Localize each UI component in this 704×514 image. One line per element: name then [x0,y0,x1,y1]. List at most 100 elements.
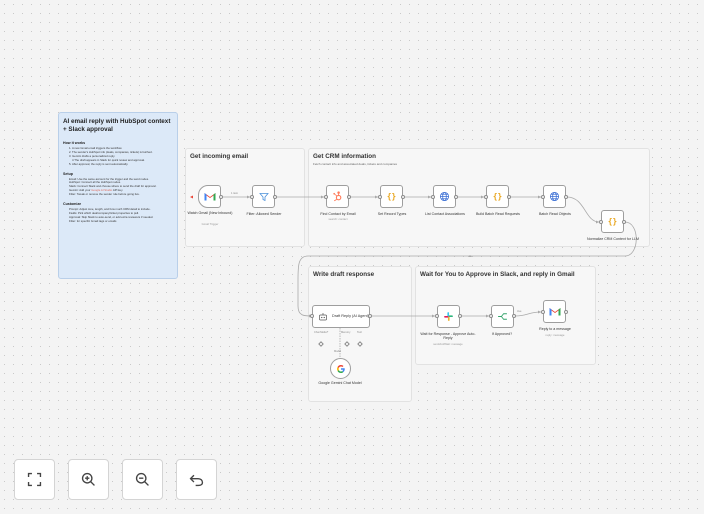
port-label-tool: Tool [357,331,362,334]
node-label: Batch Read Objects [539,212,571,216]
node-wait-for-response-slack[interactable] [437,305,460,328]
fit-view-button[interactable] [14,459,55,500]
undo-button[interactable] [176,459,217,500]
node-label: Filter: Allowed Sender [246,212,282,216]
sticky-customize-item: Filter: for specific Gmail tags or email… [69,218,117,223]
node-subtitle: reply: message [545,333,565,337]
sticky-how-item: 5. After approval, the reply is sent aut… [69,161,129,166]
group-subtitle: Fetch contact info and associated deals,… [313,162,398,166]
input-handle[interactable] [378,195,382,199]
group-title: Get incoming email [190,153,249,160]
port-label-memory: Memory [341,331,351,334]
output-handle[interactable] [564,310,568,314]
sticky-setup-title: Setup [63,171,73,176]
sticky-setup-slack: Slack: Connect Slack and choose where to… [69,184,157,189]
svg-text:{}: {} [608,217,617,226]
svg-text:{}: {} [387,192,396,201]
node-filter-allowed-sender[interactable] [252,185,275,208]
sticky-note[interactable]: AI email reply with HubSpot context + Sl… [58,112,178,279]
group-title: Write draft response [313,271,375,278]
sticky-customize-item: Prompt: Adjust tone, length, and how muc… [69,207,151,212]
output-handle[interactable] [622,220,626,224]
node-label: Draft Reply (AI Agent) [332,314,369,319]
input-handle[interactable] [541,195,545,199]
code-braces-icon: {} [387,192,396,201]
node-reply-to-message[interactable] [543,300,566,323]
sticky-title: AI email reply with HubSpot context + Sl… [63,118,171,133]
node-label: Watch Gmail (New Inbound) [187,211,233,215]
node-subtitle: Gmail Trigger [201,222,219,226]
edge-label-model: Model [334,350,342,353]
node-list-contact-associations[interactable] [433,185,456,208]
node-normalize-crm-context[interactable]: {} [601,210,624,233]
zoom-in-button[interactable] [68,459,109,500]
node-label: List Contact Associations [425,212,465,216]
filter-icon [258,192,269,201]
gmail-icon [549,308,560,316]
node-label: Set Record Types [377,212,407,216]
input-handle[interactable] [310,314,314,318]
input-handle[interactable] [250,195,254,199]
sticky-how-item: 1. A new Gmail email triggers the workfl… [69,146,123,150]
output-handle[interactable] [564,195,568,199]
output-handle[interactable] [512,314,516,318]
google-ai-studio-link[interactable]: Google AI Studio [91,188,113,193]
node-label: Find Contact by Email [320,212,356,216]
input-handle[interactable] [489,314,493,318]
node-build-batch-read-requests[interactable]: {} [486,185,509,208]
node-if-approved[interactable] [491,305,514,328]
input-handle[interactable] [599,220,603,224]
input-handle[interactable] [431,195,435,199]
if-icon [498,313,507,320]
group-get-crm-information[interactable]: Get CRM information Fetch contact info a… [308,148,650,247]
node-label: Build Batch Read Requests [476,212,520,216]
node-label: Google Gemini Chat Model [318,381,362,385]
input-handle[interactable] [324,195,328,199]
node-label: Reply to a message [539,327,571,331]
google-icon [336,364,345,373]
node-batch-read-objects[interactable] [543,185,566,208]
zoom-in-icon [81,472,95,486]
output-handle[interactable] [347,195,351,199]
node-google-gemini-chat-model[interactable] [330,358,351,379]
input-handle[interactable] [541,310,545,314]
sticky-setup-email: Email: Use the same account for the trig… [69,176,149,181]
sticky-how-title: How it works [63,141,86,145]
input-handle[interactable] [435,314,439,318]
sticky-how-item: 4 The draft appears in Slack for quick r… [72,157,145,162]
edge-label-true: true [517,310,522,313]
node-draft-reply-ai-agent[interactable]: Draft Reply (AI Agent) [312,305,370,328]
sticky-setup-hubspot: HubSpot: Connect all the HubSpot nodes. [69,180,121,185]
edge-label-items: 1 item [231,192,239,195]
sticky-customize-title: Customize [63,202,82,207]
node-watch-gmail[interactable] [198,185,221,208]
sticky-how-item: 3. Gemini drafts a personalized reply. [69,153,116,158]
output-handle[interactable] [401,195,405,199]
output-handle[interactable] [454,195,458,199]
zoom-out-button[interactable] [122,459,163,500]
node-label: Normalize CRM Context for LLM [587,237,639,241]
sticky-how-item: 2. The sender's HubSpot info (deals, com… [69,149,153,154]
output-handle[interactable] [507,195,511,199]
group-title: Get CRM information [313,153,376,160]
output-handle[interactable] [368,314,372,318]
sticky-setup-filter: Filter: Tweak or remove the sender rule … [69,192,140,197]
sticky-setup-gemini: Gemini: Add your Google AI Studio API ke… [69,188,124,193]
globe-icon [549,191,560,202]
node-find-contact-by-email[interactable] [326,185,349,208]
sticky-customize-item: Fields: Pick which deal/company/ticket p… [69,210,139,215]
group-title: Wait for You to Approve in Slack, and re… [420,271,575,278]
fit-view-icon [27,472,42,487]
zoom-out-icon [135,472,149,486]
node-subtitle: sendAndWait: message [433,342,463,346]
node-label: Wait for Response - Approve Auto-Reply [420,332,476,341]
output-handle[interactable] [458,314,462,318]
node-set-record-types[interactable]: {} [380,185,403,208]
globe-icon [439,191,450,202]
output-handle[interactable] [219,195,223,199]
gmail-icon [204,193,215,201]
input-handle[interactable] [484,195,488,199]
output-handle[interactable] [273,195,277,199]
undo-icon [189,474,204,487]
